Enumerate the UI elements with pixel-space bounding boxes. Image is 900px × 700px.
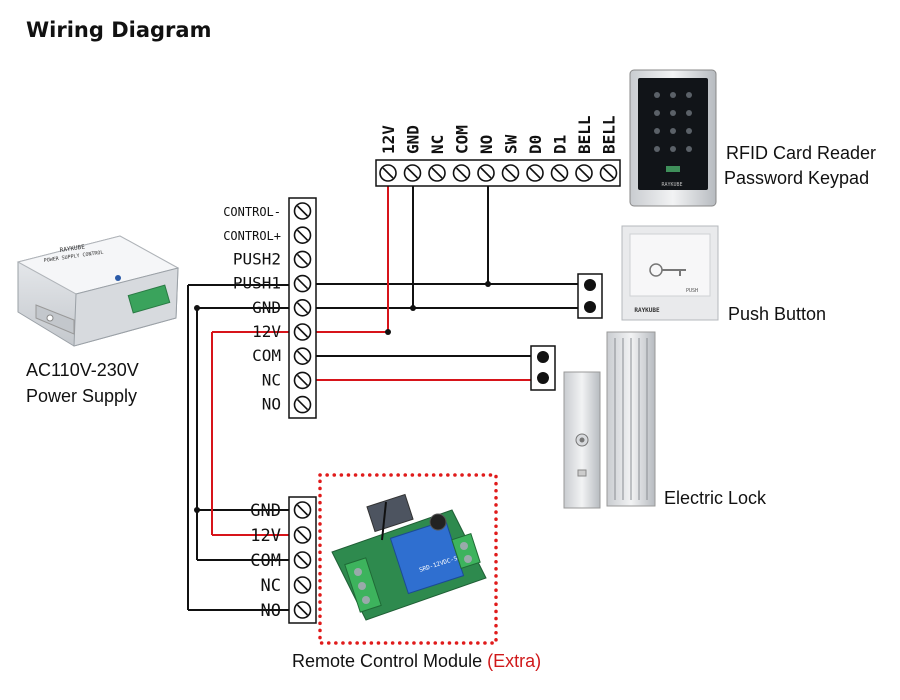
electric-lock-connector: [530, 345, 556, 391]
psu-terminal-label: GND: [252, 298, 281, 317]
psu-terminal-screw: [293, 323, 312, 341]
psu-terminal-label: 12V: [252, 322, 281, 341]
keypad-brand-text: RAYKUBE: [661, 182, 682, 188]
remote-terminal-block: GND 12V COM NC NO: [250, 496, 317, 624]
remote-module-caption-main: Remote Control Module: [292, 651, 483, 671]
keypad-terminal-screw: [403, 164, 422, 182]
psu-terminal-label: CONTROL+: [223, 229, 281, 243]
remote-terminal-screw: [293, 501, 312, 519]
keypad-terminal-screw: [575, 164, 593, 182]
psu-terminal-screw: [293, 371, 312, 390]
keypad-terminal-label: 12V: [379, 125, 398, 154]
keypad-terminal-label: NC: [428, 135, 447, 154]
keypad-terminal-screw: [379, 164, 397, 182]
psu-caption-line2: Power Supply: [26, 386, 138, 406]
remote-terminal-label: NC: [261, 576, 281, 596]
keypad-terminal-label: GND: [404, 125, 423, 154]
remote-terminal-label: NO: [261, 601, 281, 621]
keypad-terminal-screw: [599, 164, 618, 182]
remote-terminal-screw: [293, 551, 312, 569]
power-supply-device: RAYKUBE POWER SUPPLY CONTROL: [16, 235, 180, 347]
keypad-terminal-block: 12V GND NC COM NO SW D0 D1 BELL BELL: [375, 115, 621, 187]
remote-module-caption: Remote Control Module (Extra): [292, 649, 541, 673]
push-button-caption: Push Button: [728, 304, 827, 324]
keypad-terminal-label: NO: [477, 135, 496, 154]
keypad-terminal-screw: [428, 164, 446, 182]
black-wires: [187, 186, 580, 611]
remote-module-dotted-box: [318, 473, 498, 645]
psu-terminal-label: CONTROL-: [223, 205, 281, 219]
push-label-text: PUSH: [686, 288, 698, 294]
psu-terminal-screw: [293, 347, 312, 366]
push-brand-text: RAYKUBE: [634, 307, 660, 314]
psu-brand-text: RAYKUBE: [59, 243, 85, 254]
psu-terminal-screw: [293, 202, 312, 220]
keypad-terminal-label: BELL: [575, 115, 594, 154]
keypad-terminal-label: D1: [551, 135, 570, 154]
keypad-terminal-screw: [477, 164, 495, 182]
psu-caption-line1: AC110V-230V: [26, 360, 139, 380]
psu-terminal-screw: [293, 395, 312, 414]
keypad-caption-line2: Password Keypad: [724, 168, 870, 188]
keypad-terminal-label: BELL: [600, 115, 619, 154]
keypad-caption-line1: RFID Card Reader: [726, 143, 877, 163]
diagram-title: Wiring Diagram: [26, 18, 212, 42]
remote-terminal-screw: [293, 601, 312, 619]
keypad-terminal-screw: [501, 164, 520, 182]
rfid-keypad-device: RAYKUBE: [629, 69, 717, 207]
electric-lock-device: [563, 331, 656, 509]
psu-terminal-label: PUSH2: [233, 249, 281, 268]
keypad-terminal-screw: [452, 164, 471, 182]
remote-terminal-screw: [293, 576, 312, 594]
electric-lock-caption: Electric Lock: [664, 488, 767, 508]
psu-terminal-label: COM: [252, 346, 281, 365]
psu-terminal-screw: [293, 226, 312, 244]
psu-terminal-label: NO: [262, 395, 281, 414]
remote-module-caption-extra: (Extra): [487, 651, 542, 671]
remote-terminal-label: COM: [250, 551, 281, 571]
psu-terminal-label: PUSH1: [233, 274, 281, 293]
push-button-device: PUSH RAYKUBE: [621, 225, 719, 321]
remote-terminal-label: 12V: [250, 526, 281, 546]
psu-terminal-screw: [293, 274, 312, 293]
keypad-terminal-label: COM: [453, 125, 472, 154]
wire-junctions: [194, 281, 491, 513]
remote-terminal-screw: [293, 526, 312, 544]
keypad-terminal-screw: [526, 164, 544, 182]
keypad-terminal-label: D0: [526, 135, 545, 154]
push-button-connector: [577, 273, 603, 319]
remote-terminal-label: GND: [250, 501, 281, 521]
keypad-terminal-label: SW: [502, 134, 521, 154]
psu-terminal-label: NC: [262, 370, 281, 389]
psu-terminal-screw: [293, 250, 312, 269]
psu-terminal-screw: [293, 298, 312, 317]
red-wires: [211, 186, 532, 536]
remote-relay-board: SRD-12VDC-SL-C: [331, 493, 487, 621]
keypad-terminal-screw: [550, 164, 569, 182]
